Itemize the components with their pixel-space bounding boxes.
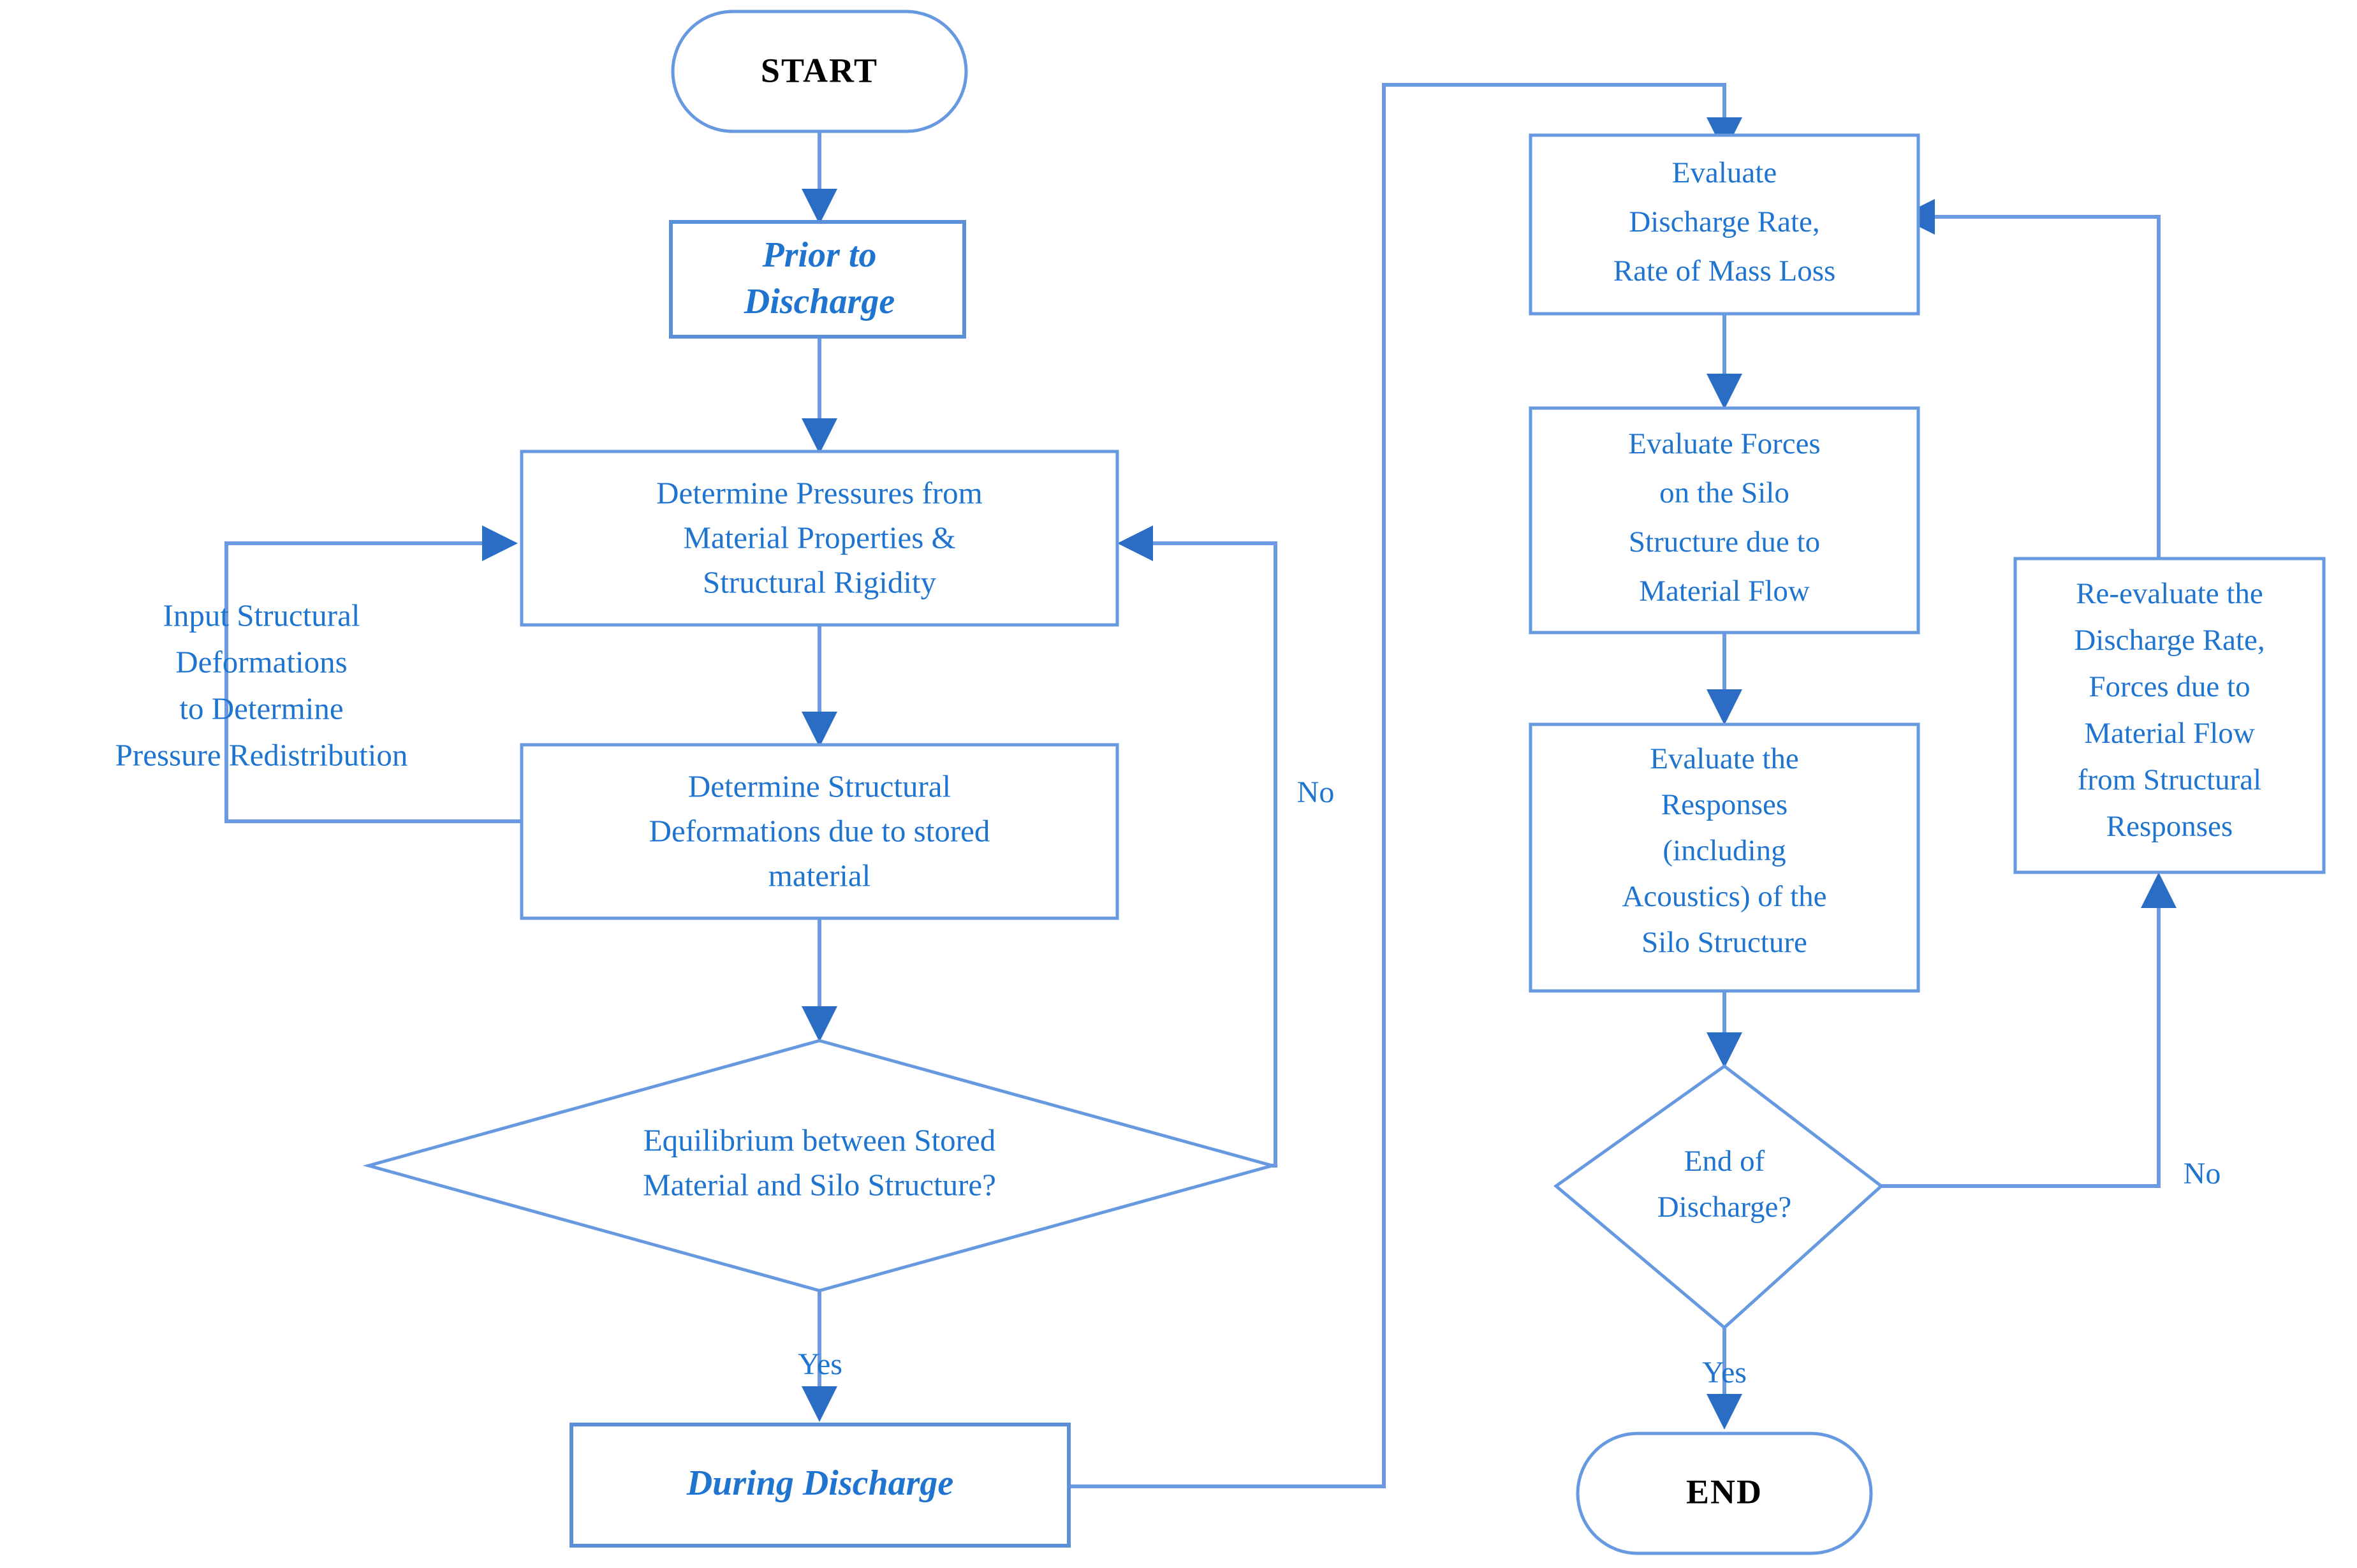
reevaluate-line6: Responses — [2106, 810, 2233, 843]
arrowhead-rate-to-forces — [1707, 374, 1742, 409]
determine-deformations-line3: material — [768, 858, 871, 893]
evaluate-responses-line1: Evaluate the — [1650, 742, 1799, 775]
prior-to-discharge-line2: Discharge — [744, 282, 895, 321]
evaluate-forces-line4: Material Flow — [1639, 575, 1810, 608]
node-prior-to-discharge[interactable]: Prior to Discharge — [669, 220, 966, 339]
evaluate-rate-line3: Rate of Mass Loss — [1613, 254, 1836, 288]
determine-deformations-box — [520, 743, 1119, 920]
reevaluate-line5: from Structural — [2078, 763, 2261, 796]
label-input-structural-deformations: Input Structural Deformations to Determi… — [115, 597, 408, 772]
determine-pressures-line1: Determine Pressures from — [656, 475, 983, 510]
reevaluate-line3: Forces due to — [2089, 670, 2250, 703]
evaluate-forces-box — [1529, 406, 1920, 634]
equilibrium-diamond-shape — [362, 1039, 1279, 1293]
edge-label-equilibrium-yes: Yes — [798, 1347, 842, 1381]
input-deformations-line4: Pressure Redistribution — [115, 737, 408, 772]
reevaluate-line1: Re-evaluate the — [2076, 577, 2263, 610]
evaluate-rate-line1: Evaluate — [1672, 156, 1777, 189]
node-evaluate-responses[interactable]: Evaluate the Responses (including Acoust… — [1529, 722, 1920, 993]
node-during-discharge[interactable]: During Discharge — [569, 1423, 1071, 1548]
evaluate-forces-line2: on the Silo — [1659, 476, 1789, 509]
end-discharge-line2: Discharge? — [1657, 1191, 1792, 1224]
evaluate-responses-line2: Responses — [1661, 788, 1788, 821]
arrowhead-equilibrium-no — [1117, 525, 1153, 561]
edge-reevaluate-to-rate — [1920, 215, 2161, 561]
edge-equilibrium-no — [1138, 541, 1277, 1168]
reevaluate-line4: Material Flow — [2084, 717, 2255, 750]
node-evaluate-forces[interactable]: Evaluate Forces on the Silo Structure du… — [1529, 406, 1920, 634]
start-terminator-shape — [671, 10, 968, 133]
edge-feedback-deformations-to-pressures — [224, 541, 524, 823]
evaluate-forces-line1: Evaluate Forces — [1628, 427, 1820, 460]
during-discharge-line1: During Discharge — [686, 1463, 954, 1503]
edge-label-end-discharge-yes: Yes — [1702, 1356, 1747, 1389]
determine-pressures-line2: Material Properties & — [683, 520, 955, 555]
arrowhead-forces-to-responses — [1707, 689, 1742, 725]
arrowhead-equilibrium-yes — [802, 1386, 837, 1422]
arrowhead-start-to-prior — [802, 189, 837, 224]
evaluate-responses-line3: (including — [1663, 834, 1786, 867]
node-end[interactable]: END — [1576, 1432, 1873, 1555]
node-equilibrium-decision[interactable]: Equilibrium between Stored Material and … — [362, 1039, 1279, 1293]
reevaluate-line2: Discharge Rate, — [2074, 624, 2265, 657]
equilibrium-line1: Equilibrium between Stored — [643, 1122, 996, 1157]
evaluate-responses-line5: Silo Structure — [1641, 926, 1807, 959]
end-terminator-shape — [1576, 1432, 1873, 1555]
end-discharge-diamond-shape — [1553, 1064, 1884, 1330]
start-label: START — [761, 51, 878, 89]
edge-label-equilibrium-no: No — [1297, 775, 1335, 809]
end-label: END — [1686, 1472, 1763, 1511]
arrowhead-prior-to-pressures — [802, 418, 837, 454]
arrowhead-pressures-to-deformations — [802, 712, 837, 747]
during-discharge-box — [569, 1423, 1071, 1548]
node-end-of-discharge-decision[interactable]: End of Discharge? — [1553, 1064, 1884, 1330]
input-deformations-line2: Deformations — [175, 644, 347, 679]
arrowhead-responses-to-end-decision — [1707, 1032, 1742, 1068]
evaluate-responses-line4: Acoustics) of the — [1622, 880, 1826, 913]
node-start[interactable]: START — [671, 10, 968, 133]
prior-to-discharge-box — [669, 220, 966, 339]
node-determine-deformations[interactable]: Determine Structural Deformations due to… — [520, 743, 1119, 920]
determine-pressures-line3: Structural Rigidity — [703, 564, 937, 599]
node-determine-pressures[interactable]: Determine Pressures from Material Proper… — [520, 450, 1119, 627]
prior-to-discharge-line1: Prior to — [762, 235, 877, 275]
node-reevaluate[interactable]: Re-evaluate the Discharge Rate, Forces d… — [2013, 557, 2326, 874]
evaluate-forces-line3: Structure due to — [1629, 525, 1820, 559]
evaluate-rate-line2: Discharge Rate, — [1629, 205, 1819, 238]
evaluate-responses-box — [1529, 722, 1920, 993]
reevaluate-box — [2013, 557, 2326, 874]
determine-deformations-line1: Determine Structural — [688, 768, 951, 803]
arrowhead-feedback-to-pressures — [482, 525, 518, 561]
end-discharge-line1: End of — [1684, 1145, 1765, 1178]
equilibrium-line2: Material and Silo Structure? — [643, 1167, 996, 1202]
arrowhead-deformations-to-equilibrium — [802, 1006, 837, 1042]
edge-end-discharge-no — [1881, 893, 2161, 1188]
evaluate-discharge-rate-box — [1529, 133, 1920, 316]
arrowhead-end-discharge-yes — [1707, 1394, 1742, 1430]
input-deformations-line3: to Determine — [179, 691, 343, 726]
node-evaluate-discharge-rate[interactable]: Evaluate Discharge Rate, Rate of Mass Lo… — [1529, 133, 1920, 316]
determine-pressures-box — [520, 450, 1119, 627]
determine-deformations-line2: Deformations due to stored — [649, 813, 990, 848]
edge-during-discharge-to-evaluate-rate — [1066, 83, 1726, 1488]
input-deformations-line1: Input Structural — [163, 597, 360, 633]
arrowhead-end-discharge-no — [2141, 872, 2177, 908]
edge-label-end-discharge-no: No — [2184, 1157, 2221, 1191]
